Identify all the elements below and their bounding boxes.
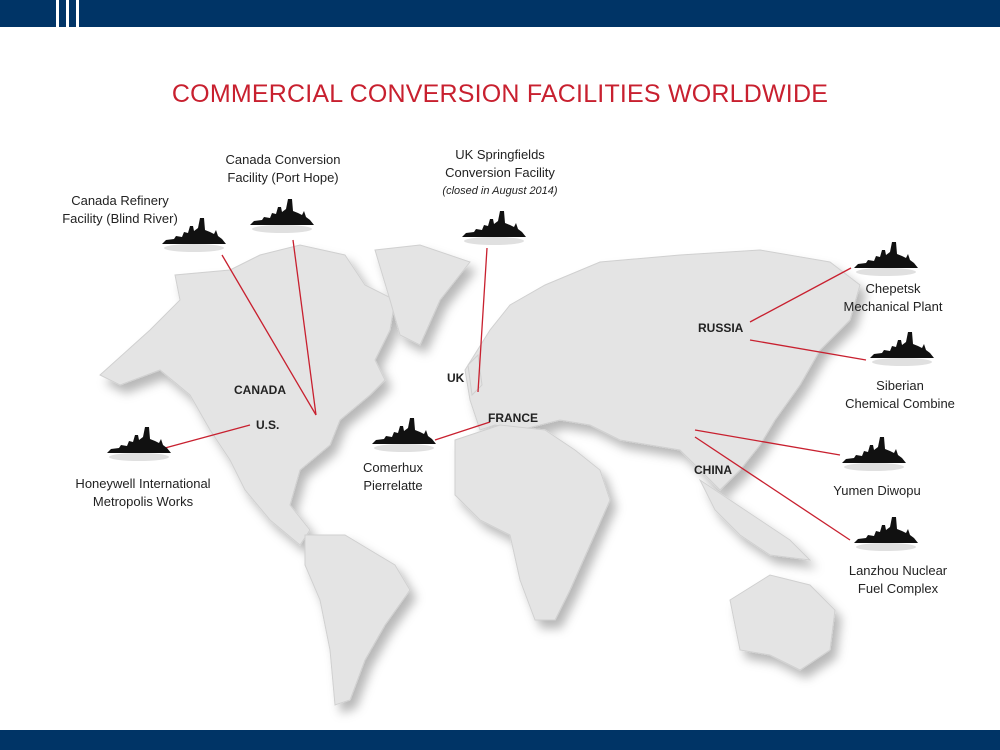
label-russia: RUSSIA bbox=[698, 321, 744, 335]
line-comerhux bbox=[434, 421, 491, 441]
factory-icon bbox=[370, 414, 438, 452]
label-china: CHINA bbox=[694, 463, 732, 477]
line-port-hope bbox=[292, 239, 317, 416]
header-bar bbox=[0, 0, 1000, 27]
line-lanzhou bbox=[694, 436, 851, 541]
factory-icon bbox=[852, 238, 920, 276]
factory-icon bbox=[852, 513, 920, 551]
south-america bbox=[304, 534, 411, 706]
page-title: COMMERCIAL CONVERSION FACILITIES WORLDWI… bbox=[171, 80, 829, 108]
label-us: U.S. bbox=[256, 418, 280, 432]
factory-icon bbox=[840, 433, 908, 471]
label-uk: UK bbox=[447, 371, 465, 385]
footer-bar bbox=[0, 730, 1000, 750]
line-yumen bbox=[694, 429, 841, 456]
line-siberian bbox=[749, 339, 867, 361]
australia bbox=[729, 574, 836, 671]
factory-icon bbox=[868, 328, 936, 366]
europe-asia bbox=[464, 249, 861, 491]
factory-icon bbox=[105, 423, 173, 461]
southeast-asia bbox=[698, 478, 812, 561]
north-america bbox=[99, 244, 396, 546]
factory-icon bbox=[160, 214, 228, 252]
factory-icon bbox=[460, 207, 528, 245]
greenland bbox=[374, 244, 471, 346]
line-honeywell bbox=[164, 424, 251, 449]
connector-lines bbox=[164, 239, 867, 541]
line-blind-river bbox=[221, 254, 317, 416]
facility-yumen: Yumen Diwopu bbox=[833, 483, 921, 498]
africa bbox=[454, 424, 611, 621]
factory-icon bbox=[248, 195, 316, 233]
line-chepetsk bbox=[749, 267, 852, 323]
label-canada: CANADA bbox=[234, 383, 286, 397]
label-france: FRANCE bbox=[488, 411, 538, 425]
line-springfields bbox=[477, 247, 488, 393]
